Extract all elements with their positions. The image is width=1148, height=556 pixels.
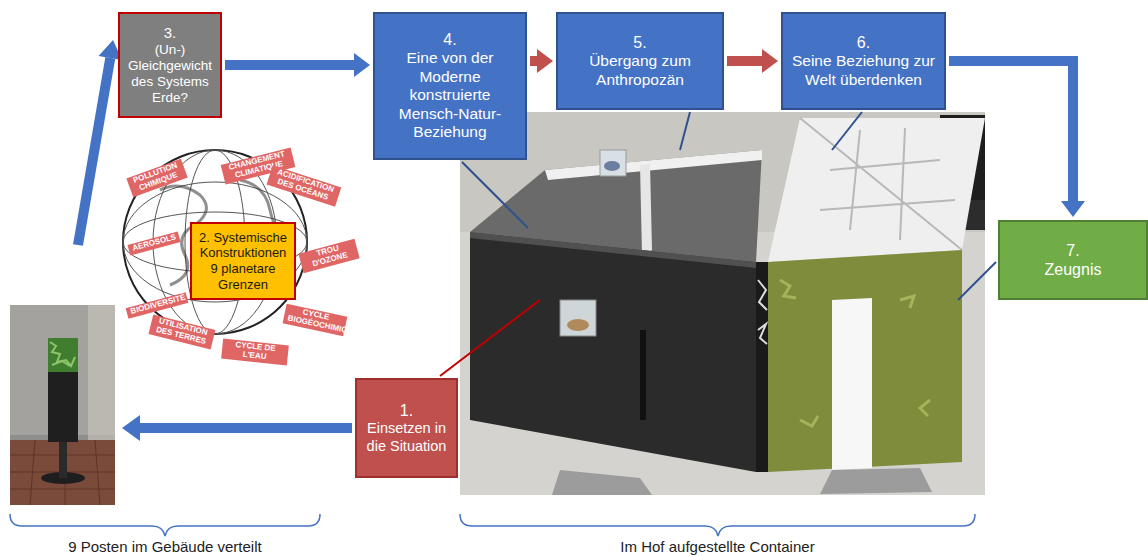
step-text: Seine Beziehung zur Welt überdenken bbox=[789, 52, 938, 89]
step-text: Übergang zum Anthropozän bbox=[564, 52, 716, 89]
post-photo bbox=[10, 305, 115, 505]
step-number: 5. bbox=[633, 33, 646, 52]
container-photo bbox=[460, 112, 985, 495]
step-number: 4. bbox=[443, 30, 456, 49]
step-number: 1. bbox=[400, 401, 413, 420]
step-text: Einsetzen in die Situation bbox=[363, 420, 450, 455]
step-box: 3.(Un-) Gleichgewicht des Systems Erde? bbox=[118, 12, 222, 118]
flow-arrow bbox=[225, 53, 370, 77]
flow-arrow bbox=[727, 49, 778, 73]
boundary-label: ACIDIFICATION DES OCÉANS bbox=[267, 165, 342, 206]
flow-arrow bbox=[949, 61, 1085, 217]
step-box: 4.Eine von der Moderne konstruierte Mens… bbox=[373, 12, 527, 160]
boundary-label: CYCLE BIOGÉOCHIMIQUE bbox=[283, 304, 348, 336]
step-text: (Un-) Gleichgewicht des Systems Erde? bbox=[126, 42, 214, 107]
boundary-label: AEROSOLS bbox=[127, 231, 180, 255]
group-caption: 9 Posten im Gebäude verteilt bbox=[65, 538, 264, 555]
step-text: Zeugnis bbox=[1045, 260, 1102, 279]
group-caption: Im Hof aufgestellte Container bbox=[617, 538, 817, 555]
step-text: 2. Systemische Konstruktionen 9 planetar… bbox=[198, 230, 288, 292]
step-text: Eine von der Moderne konstruierte Mensch… bbox=[381, 49, 519, 142]
step-box: 2. Systemische Konstruktionen 9 planetar… bbox=[190, 222, 296, 300]
boundary-label: POLLUTION CHIMIQUE bbox=[126, 159, 187, 197]
boundary-label: UTILISATION DES TERRES bbox=[149, 315, 216, 349]
flow-arrow bbox=[530, 49, 553, 73]
step-box: 5.Übergang zum Anthropozän bbox=[556, 12, 724, 110]
brace bbox=[10, 514, 975, 536]
step-number: 6. bbox=[857, 33, 870, 52]
step-number: 7. bbox=[1066, 241, 1079, 260]
boundary-label: TROU D'OZONE bbox=[298, 239, 359, 273]
boundary-label: CYCLE DE L'EAU bbox=[221, 339, 289, 365]
step-box: 6.Seine Beziehung zur Welt überdenken bbox=[781, 12, 946, 110]
step-box: 7.Zeugnis bbox=[998, 220, 1148, 300]
step-box: 1.Einsetzen in die Situation bbox=[355, 378, 458, 478]
step-number: 3. bbox=[164, 24, 177, 42]
